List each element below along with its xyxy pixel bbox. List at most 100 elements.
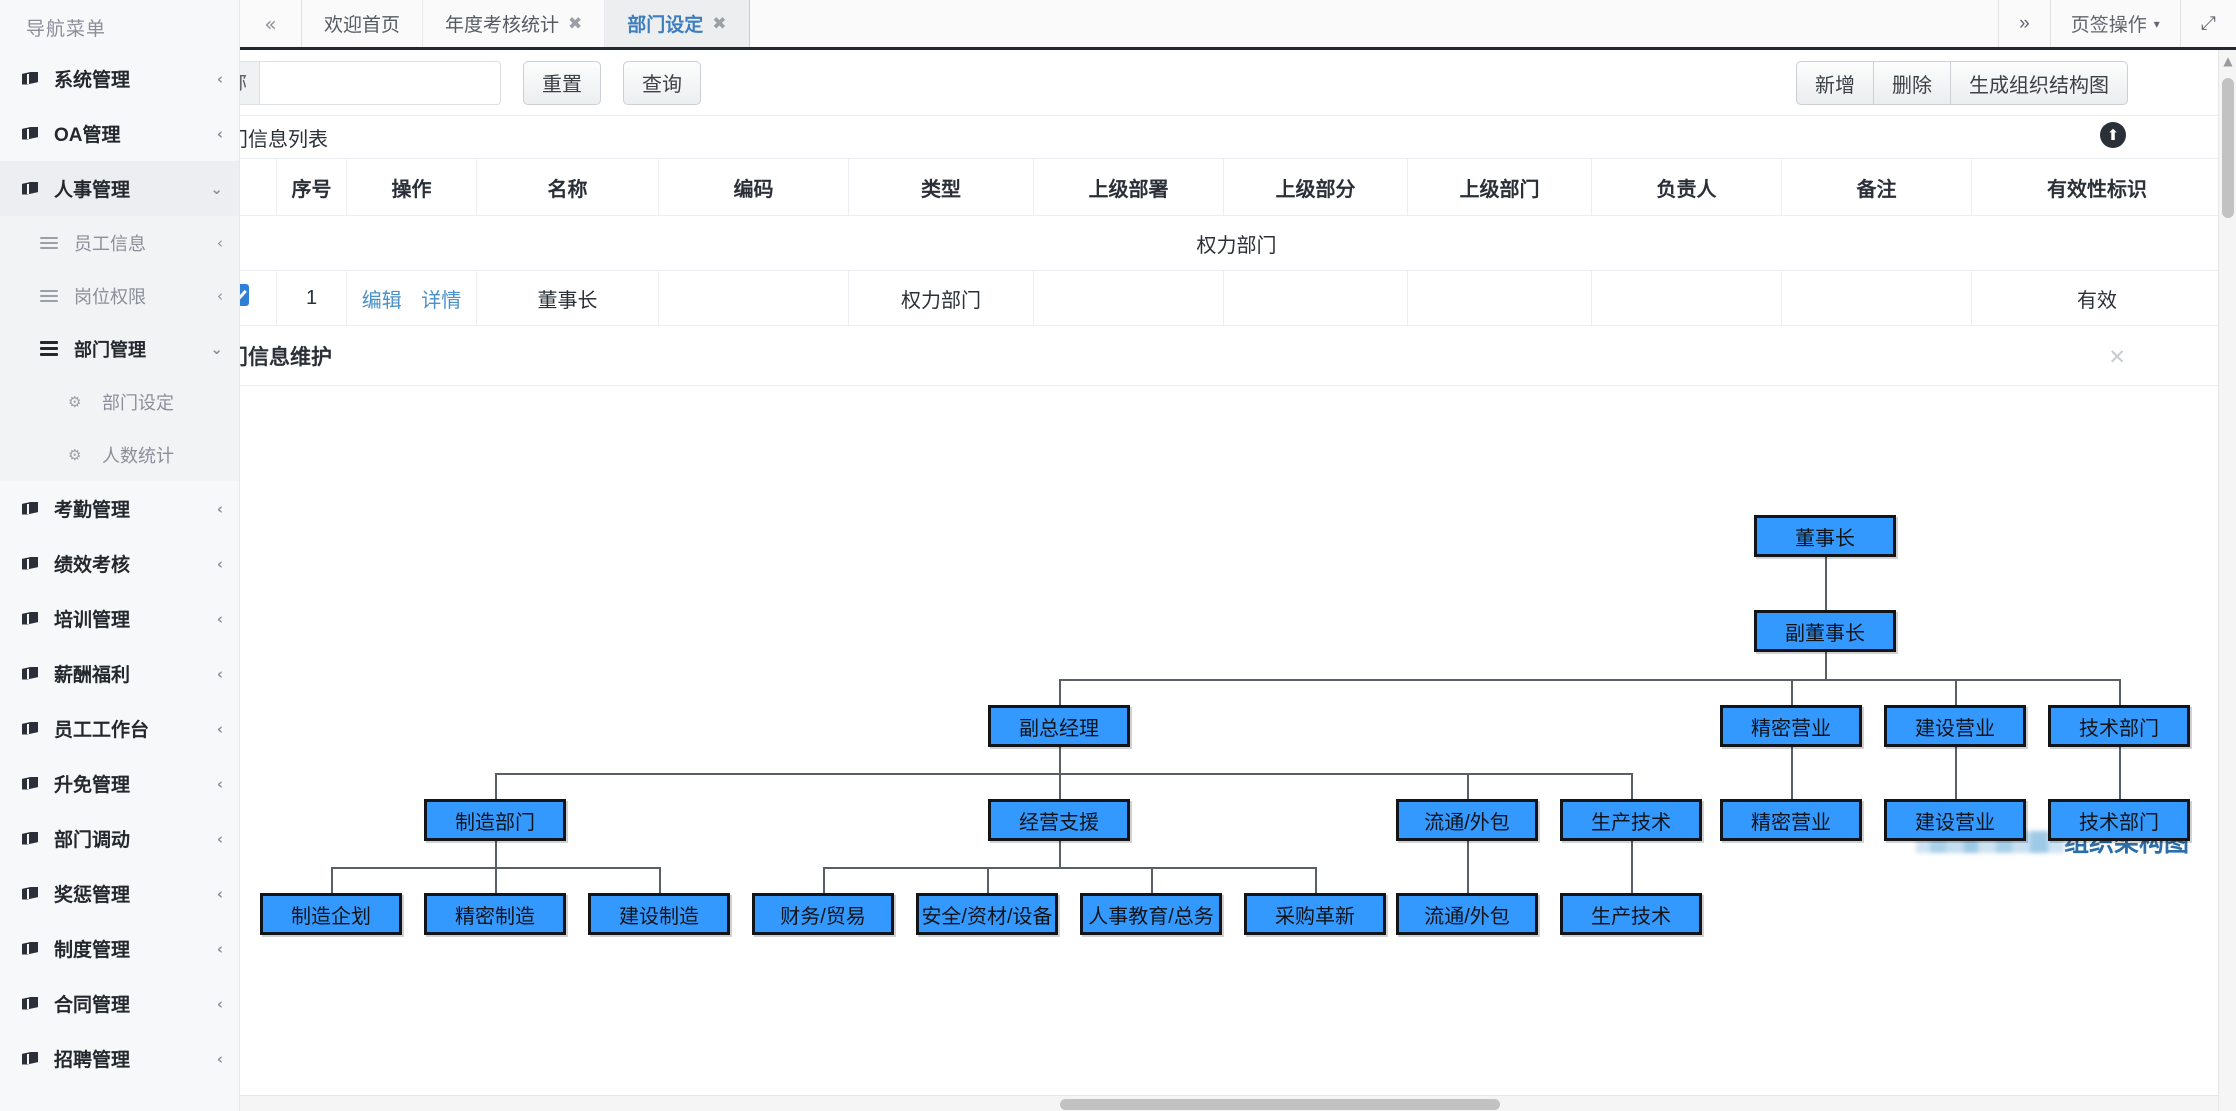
sidebar-item-label: 员工工作台	[54, 720, 150, 741]
chevron-left-icon: ‹	[216, 829, 223, 848]
table-row[interactable]: 1 编辑 详情 董事长 权力部门	[240, 270, 2223, 326]
fullscreen-icon[interactable]: ⤢	[2179, 0, 2236, 47]
sidebar-item-recruitment-management[interactable]: 招聘管理 ‹	[0, 1031, 239, 1086]
tab-operations-dropdown[interactable]: 页签操作 ▾	[2049, 0, 2180, 47]
book-icon	[22, 721, 40, 737]
th-remark: 备注	[1781, 158, 1972, 216]
sidebar-item-policy-management[interactable]: 制度管理 ‹	[0, 921, 239, 976]
org-node[interactable]: 精密营业	[1720, 705, 1862, 747]
org-chart-canvas: 组织架构图 董事长副董事长副总经理精密营业建设营业技术部门制造部门经营支援流通/…	[240, 386, 2236, 1086]
org-node[interactable]: 制造企划	[260, 893, 402, 935]
name-filter-input[interactable]	[259, 60, 501, 105]
query-button[interactable]: 查询	[623, 60, 701, 105]
sidebar-item-label: 部门管理	[74, 339, 146, 360]
sidebar-item-training-management[interactable]: 培训管理 ‹	[0, 591, 239, 646]
org-edge	[1467, 773, 1469, 799]
row-checkbox[interactable]	[240, 284, 249, 306]
org-node[interactable]: 经营支援	[988, 799, 1130, 841]
org-node[interactable]: 技术部门	[2048, 705, 2190, 747]
org-node[interactable]: 生产技术	[1560, 799, 1702, 841]
vertical-scrollbar[interactable]: ▲	[2218, 50, 2236, 1111]
row-valid-flag: 有效	[1971, 270, 2223, 326]
reset-button[interactable]: 重置	[523, 60, 601, 105]
row-name: 董事长	[476, 270, 659, 326]
th-name: 名称	[476, 158, 659, 216]
detail-link[interactable]: 详情	[421, 289, 462, 312]
edit-link[interactable]: 编辑	[361, 289, 402, 312]
sidebar-item-contract-management[interactable]: 合同管理 ‹	[0, 976, 239, 1031]
sidebar-item-department-setting[interactable]: ⚙ 部门设定	[0, 375, 239, 428]
org-node[interactable]: 董事长	[1754, 515, 1896, 557]
close-icon[interactable]: ✖	[712, 13, 727, 34]
org-node[interactable]: 安全/资材/设备	[916, 893, 1058, 935]
sidebar-item-headcount-statistics[interactable]: ⚙ 人数统计	[0, 428, 239, 481]
close-icon[interactable]: ✖	[568, 13, 583, 34]
org-node[interactable]: 副董事长	[1754, 610, 1896, 652]
delete-button[interactable]: 删除	[1874, 61, 1951, 105]
sidebar-item-department-management[interactable]: 部门管理 ⌄	[0, 322, 239, 375]
org-node[interactable]: 财务/贸易	[752, 893, 894, 935]
org-node[interactable]: 副总经理	[988, 705, 1130, 747]
sidebar-item-attendance-management[interactable]: 考勤管理 ‹	[0, 481, 239, 536]
sidebar-item-performance-review[interactable]: 绩效考核 ‹	[0, 536, 239, 591]
tab-department-setting[interactable]: 部门设定 ✖	[605, 0, 750, 47]
sidebar-item-department-transfer[interactable]: 部门调动 ‹	[0, 811, 239, 866]
sidebar-item-compensation-benefits[interactable]: 薪酬福利 ‹	[0, 646, 239, 701]
add-button[interactable]: 新增	[1796, 61, 1874, 105]
sidebar-item-reward-punishment[interactable]: 奖惩管理 ‹	[0, 866, 239, 921]
org-node[interactable]: 建设营业	[1884, 705, 2026, 747]
org-edge	[1825, 652, 1827, 679]
row-checkbox-cell[interactable]	[240, 270, 277, 326]
tab-bar: « 欢迎首页 年度考核统计 ✖ 部门设定 ✖ » 页签操作 ▾ ⤢	[240, 0, 2236, 50]
org-node[interactable]: 精密营业	[1720, 799, 1862, 841]
th-operation: 操作	[346, 158, 477, 216]
chevron-down-icon: ▾	[2153, 16, 2160, 31]
vertical-scrollbar-thumb[interactable]	[2222, 78, 2234, 218]
scroll-up-icon[interactable]: ▲	[2223, 54, 2233, 68]
horizontal-scrollbar-thumb[interactable]	[1060, 1099, 1500, 1110]
sidebar-item-label: 人数统计	[102, 445, 174, 466]
tab-welcome-home[interactable]: 欢迎首页	[302, 0, 424, 47]
org-node[interactable]: 建设营业	[1884, 799, 2026, 841]
org-node[interactable]: 人事教育/总务	[1080, 893, 1222, 935]
org-edge	[331, 867, 333, 893]
org-edge	[495, 867, 497, 893]
sidebar-item-employee-info[interactable]: 员工信息 ‹	[0, 216, 239, 269]
sidebar-item-system-management[interactable]: 系统管理 ‹	[0, 51, 239, 106]
book-icon	[22, 501, 40, 517]
refresh-icon[interactable]: ⬆	[2100, 122, 2126, 148]
th-select	[240, 158, 277, 216]
sidebar-item-position-permission[interactable]: 岗位权限 ‹	[0, 269, 239, 322]
org-node[interactable]: 流通/外包	[1396, 893, 1538, 935]
org-node[interactable]: 建设制造	[588, 893, 730, 935]
chevron-left-icon: ‹	[216, 774, 223, 793]
org-edge	[823, 867, 1315, 869]
panel-title: 部门信息维护	[240, 345, 332, 369]
org-node[interactable]: 采购革新	[1244, 893, 1386, 935]
generate-org-chart-button[interactable]: 生成组织结构图	[1951, 61, 2128, 105]
scroll-tabs-left-icon[interactable]: «	[240, 0, 302, 47]
close-icon[interactable]: ✕	[2108, 345, 2126, 369]
sidebar-item-hr-management[interactable]: 人事管理 ⌄	[0, 161, 239, 216]
org-edge	[495, 773, 1631, 775]
org-edge	[1631, 773, 1633, 799]
org-edge	[1631, 841, 1633, 867]
org-edge	[2119, 773, 2121, 799]
sidebar-item-label: 部门设定	[102, 392, 174, 413]
scroll-tabs-right-icon[interactable]: »	[1998, 0, 2050, 47]
gears-icon: ⚙	[68, 392, 82, 411]
tab-annual-review-statistics[interactable]: 年度考核统计 ✖	[423, 0, 606, 47]
chevron-down-icon: ⌄	[210, 179, 223, 198]
org-node[interactable]: 精密制造	[424, 893, 566, 935]
sidebar-item-promotion-management[interactable]: 升免管理 ‹	[0, 756, 239, 811]
action-button-group: 新增 删除 生成组织结构图	[1796, 61, 2128, 105]
sidebar: 导航菜单 系统管理 ‹ OA管理 ‹ 人事管理 ⌄ 员工信息 ‹ 岗位权限 ‹	[0, 0, 240, 1111]
sidebar-item-employee-workbench[interactable]: 员工工作台 ‹	[0, 701, 239, 756]
org-node[interactable]: 制造部门	[424, 799, 566, 841]
org-node[interactable]: 流通/外包	[1396, 799, 1538, 841]
sidebar-item-oa-management[interactable]: OA管理 ‹	[0, 106, 239, 161]
org-edge	[1059, 773, 1061, 799]
org-node[interactable]: 技术部门	[2048, 799, 2190, 841]
org-node[interactable]: 生产技术	[1560, 893, 1702, 935]
horizontal-scrollbar[interactable]	[240, 1095, 2236, 1111]
